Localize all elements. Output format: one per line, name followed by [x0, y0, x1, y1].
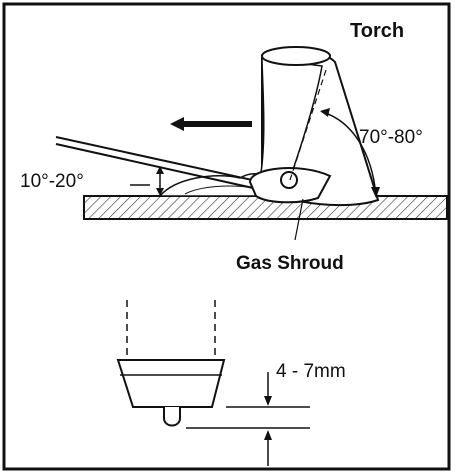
label-stickout: 4 - 7mm	[276, 361, 346, 382]
gas-shroud-leader	[294, 198, 304, 241]
torch-angle-arc	[321, 111, 377, 197]
tungsten-tip	[280, 171, 298, 189]
label-gas-shroud: Gas Shroud	[236, 253, 344, 274]
filler-rod	[55, 136, 267, 184]
rod-angle-arrow-up	[156, 166, 164, 174]
filler-rod-edge	[55, 143, 263, 191]
diagram-frame	[2, 2, 451, 471]
torch-angle-arrow	[371, 187, 380, 198]
dim-arrow-top-head	[264, 396, 272, 406]
rod-angle-arrow-down	[156, 188, 164, 196]
torch-angle-arrow-top	[320, 108, 330, 117]
torch-top	[261, 46, 331, 66]
electrode-tip	[163, 407, 181, 427]
nozzle-cup	[116, 359, 226, 408]
label-torch-angle: 70°-80°	[359, 127, 423, 148]
label-rod-angle: 10°-20°	[20, 171, 84, 192]
travel-direction-arrow	[170, 117, 252, 131]
label-torch: Torch	[350, 20, 404, 42]
dim-arrow-bottom-head	[264, 430, 272, 440]
